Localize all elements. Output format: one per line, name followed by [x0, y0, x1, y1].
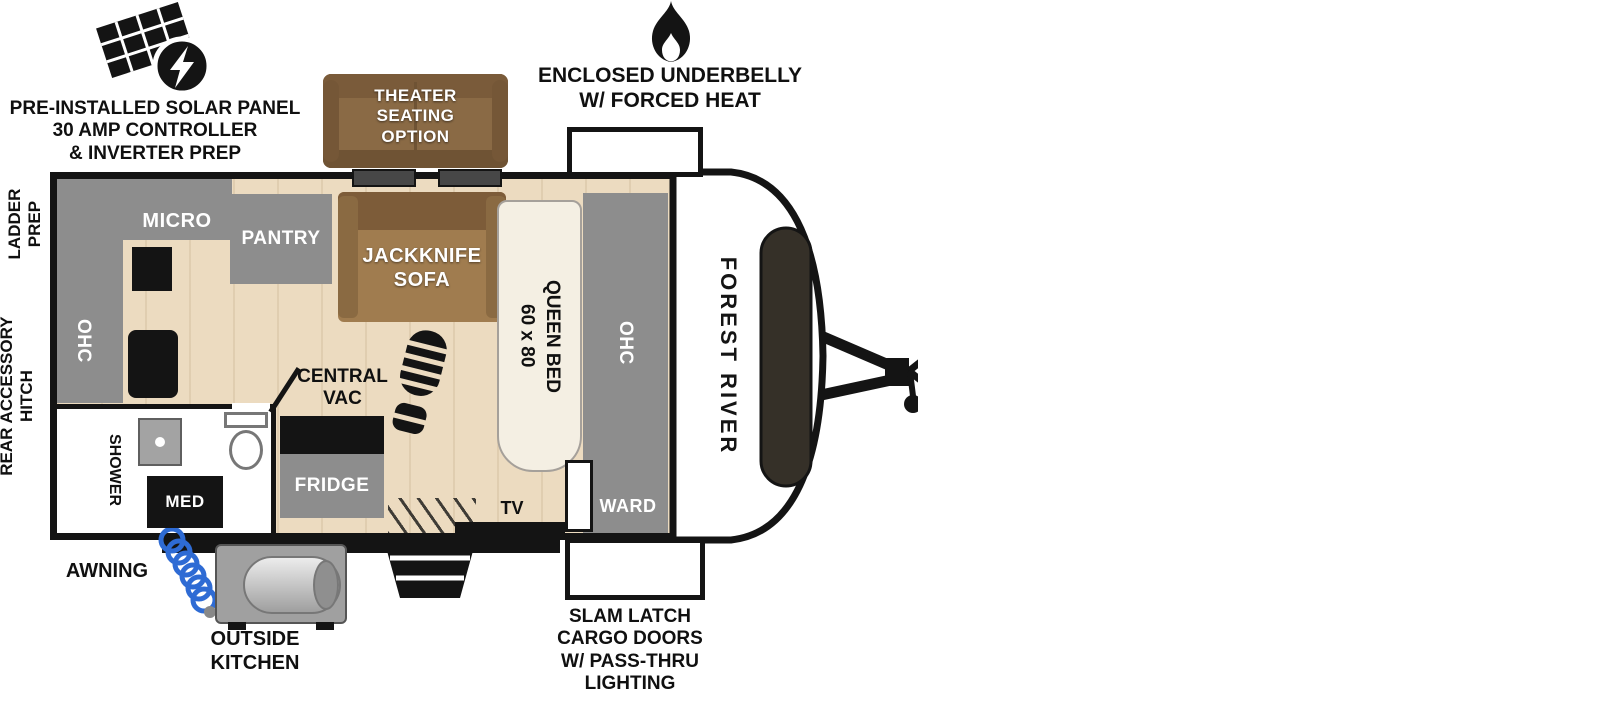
- shower: SHOWER: [96, 420, 132, 520]
- queen-bed: 60 x 80 QUEEN BED: [497, 200, 582, 472]
- jackknife-sofa: JACKKNIFE SOFA: [338, 192, 506, 322]
- ohc-left-label: OHC: [73, 319, 94, 363]
- central-vac-label: CENTRAL VAC: [297, 366, 388, 409]
- window-1: [352, 169, 416, 187]
- theater-line-2: SEATING: [376, 106, 455, 126]
- theater-label: THEATER SEATING OPTION: [323, 86, 508, 147]
- shower-drain: [155, 437, 165, 447]
- front-cabinet-band: [583, 193, 668, 533]
- cooktop: [132, 247, 172, 291]
- front-rock-guard: [759, 226, 813, 488]
- underbelly-callout-text: ENCLOSED UNDERBELLY W/ FORCED HEAT: [510, 64, 830, 114]
- entry-door-swing: [388, 498, 476, 536]
- outside-kitchen-leg-left: [228, 622, 246, 630]
- wardrobe-door: [565, 460, 593, 532]
- medicine-cabinet: MED: [147, 476, 223, 528]
- toilet-bowl: [229, 430, 263, 470]
- theater-armrest-left: [323, 80, 339, 162]
- cargo-line-2: CARGO DOORS: [557, 628, 703, 650]
- bootprint-icon: [391, 330, 450, 435]
- sofa-armrest-left: [338, 196, 358, 318]
- kitchen-sink: [128, 330, 178, 398]
- solar-line-1: PRE-INSTALLED SOLAR PANEL: [9, 98, 301, 119]
- fridge: FRIDGE: [280, 454, 384, 518]
- cargo-line-3: W/ PASS-THRU: [561, 650, 699, 672]
- flame-icon: [651, 1, 691, 62]
- tv-label: TV: [500, 497, 524, 518]
- theater-armrest-right: [492, 80, 508, 162]
- underbelly-line-2: W/ FORCED HEAT: [579, 88, 761, 112]
- entry-steps: [384, 540, 476, 598]
- ohc-right-label: OHC: [615, 320, 636, 365]
- outside-kitchen-tank-cap: [313, 560, 339, 610]
- front-cap: FOREST RIVER: [669, 168, 918, 544]
- ohc-right: OHC: [600, 285, 650, 400]
- microwave-label: MICRO: [142, 209, 212, 232]
- solar-line-3: & INVERTER PREP: [68, 142, 242, 164]
- med-label: MED: [165, 492, 205, 511]
- wardrobe-label: WARD: [599, 495, 657, 516]
- bed-size-label: 60 x 80: [516, 304, 538, 368]
- queen-bed-label: 60 x 80 QUEEN BED: [514, 280, 565, 393]
- tv-unit: [455, 522, 565, 534]
- rear-hitch-line-2: HITCH: [17, 370, 36, 423]
- theater-line-1: THEATER: [374, 86, 457, 105]
- theater-seating-image: THEATER SEATING OPTION: [323, 74, 508, 168]
- cargo-line-4: LIGHTING: [584, 673, 676, 695]
- brand-label: FOREST RIVER: [716, 257, 741, 456]
- cargo-door-bottom: [565, 538, 705, 600]
- solar-panel-icon: [96, 1, 212, 96]
- cargo-line-1: SLAM LATCH: [568, 606, 692, 627]
- ladder-prep-line-2: PREP: [25, 200, 44, 248]
- underbelly-line-1: ENCLOSED UNDERBELLY: [537, 64, 803, 87]
- pantry-label: PANTRY: [241, 228, 321, 249]
- toilet-tank: [224, 412, 268, 428]
- rear-hitch-line-1: REAR ACCESSORY: [0, 316, 16, 476]
- window-2: [438, 169, 502, 187]
- shower-fixture: [138, 418, 182, 466]
- jackknife-sofa-label: JACKKNIFE SOFA: [362, 245, 482, 291]
- solar-callout-text: PRE-INSTALLED SOLAR PANEL 30 AMP CONTROL…: [0, 98, 310, 165]
- awning-label: AWNING: [65, 560, 149, 582]
- cargo-doors-callout: SLAM LATCH CARGO DOORS W/ PASS-THRU LIGH…: [520, 606, 740, 696]
- fridge-counter: [280, 416, 384, 454]
- rear-accessory-hitch-callout: REAR ACCESSORY HITCH: [0, 311, 37, 481]
- pantry: PANTRY: [230, 194, 332, 284]
- theater-line-3: OPTION: [381, 126, 450, 146]
- bathroom-doorway: [232, 403, 270, 411]
- outside-kitchen-leg-right: [316, 622, 334, 630]
- cargo-door-top: [567, 127, 703, 177]
- outside-kitchen-label: OUTSIDE KITCHEN: [210, 628, 300, 674]
- tongue-jack-wheel: [904, 395, 918, 413]
- hitch-coupler: [885, 358, 909, 386]
- outside-kitchen-unit: [215, 544, 347, 624]
- utility-hose-coil: [158, 528, 218, 618]
- theater-seat-divider: [414, 82, 417, 160]
- ohc-left: OHC: [60, 286, 106, 396]
- solar-line-2: 30 AMP CONTROLLER: [52, 120, 258, 142]
- kitchen-counter-rear: [57, 179, 123, 403]
- bed-type-label: QUEEN BED: [542, 279, 564, 393]
- ladder-prep-callout: LADDER PREP: [5, 169, 45, 279]
- shower-label: SHOWER: [106, 434, 124, 506]
- fridge-label: FRIDGE: [294, 475, 370, 496]
- ladder-prep-line-1: LADDER: [4, 188, 24, 260]
